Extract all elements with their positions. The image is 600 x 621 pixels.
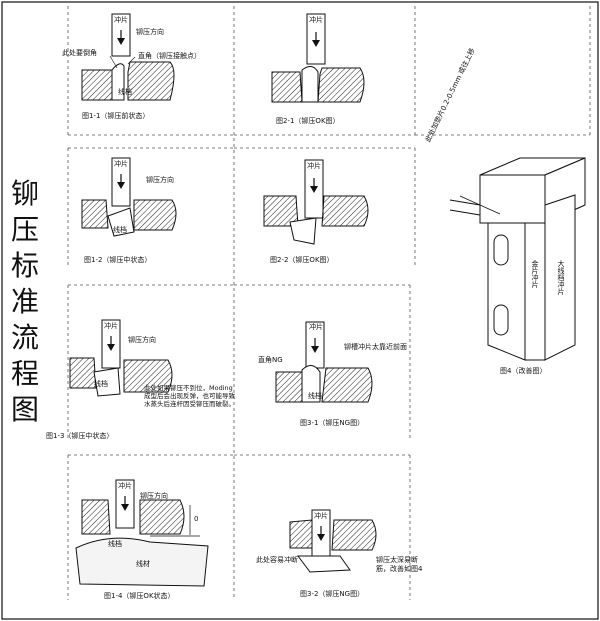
right-angle-ng-label: 直角NG <box>258 356 283 364</box>
caption-fig2-1: 图2-1（铆压OK图） <box>276 117 340 125</box>
rivet-direction-label: 铆压方向 <box>128 336 156 344</box>
chamfer-label: 此处要倒角 <box>62 49 97 57</box>
right-angle-contact-label: 直角（铆压接触点） <box>138 52 201 60</box>
figure-2-2 <box>263 159 369 245</box>
figure-3-2 <box>289 509 377 573</box>
easy-break-label: 此处容易冲断 <box>256 556 298 564</box>
caption-fig3-2: 图3-2（铆压NG图） <box>300 590 365 598</box>
rivet-direction-label: 铆压方向 <box>146 176 174 184</box>
figure-1-4 <box>75 479 209 587</box>
wire-label: 线材 <box>136 560 150 568</box>
wire-clip-label: 线档 <box>113 226 127 234</box>
punch-label: 冲片 <box>307 162 321 170</box>
figure-4 <box>449 157 586 361</box>
caption-fig1-2: 图1-2（铆压中状态） <box>84 256 152 264</box>
title-char: 标 <box>10 249 39 282</box>
gold-punch-label: 金片冲片 <box>531 260 539 288</box>
rivet-direction-label: 铆压方向 <box>136 28 164 36</box>
punch-label: 冲片 <box>309 16 323 24</box>
caption-fig1-1: 图1-1（铆压前状态） <box>82 112 150 120</box>
wire-clip-label: 线档 <box>94 380 108 388</box>
wire-clip-label: 线档 <box>108 540 122 548</box>
not-in-place-note: 此处如果铆压不到位，Moding成型后会出现反弹，也可能导致水蒸头后连杆因受铆压… <box>144 384 235 408</box>
punch-label: 冲片 <box>309 323 323 331</box>
rivet-punch-close-label: 铆槽冲片太靠近前面 <box>344 343 407 351</box>
title-char: 铆 <box>10 177 39 210</box>
title-char: 压 <box>10 213 39 246</box>
title-char: 程 <box>10 357 39 390</box>
rivet-too-deep-label: 铆压太深易断筋，改善如图4 <box>376 556 423 573</box>
title-char: 图 <box>10 393 39 426</box>
caption-fig1-3: 图1-3（铆压中状态） <box>46 432 114 440</box>
big-clip-punch-label: 大线档冲片 <box>557 260 565 295</box>
wire-clip-label: 线档 <box>308 392 322 400</box>
title-char: 准 <box>10 285 39 318</box>
caption-fig1-4: 图1-4（铆压OK状态） <box>104 592 175 600</box>
figure-1-2 <box>81 157 177 237</box>
punch-label: 冲片 <box>114 160 128 168</box>
zero-mark-label: 0 <box>194 515 199 523</box>
vertical-title: 铆 压 标 准 流 程 图 <box>8 176 42 428</box>
punch-label: 冲片 <box>114 16 128 24</box>
figure-1-3 <box>69 319 173 397</box>
rivet-direction-label: 铆压方向 <box>140 492 168 500</box>
figure-1-1 <box>81 13 175 101</box>
title-char: 流 <box>10 321 39 354</box>
panel-separators <box>67 6 591 600</box>
punch-label: 冲片 <box>118 482 132 490</box>
figure-3-1 <box>275 321 373 403</box>
caption-fig3-1: 图3-1（铆压NG图） <box>300 419 365 427</box>
punch-label: 冲片 <box>104 322 118 330</box>
caption-fig2-2: 图2-2（铆压OK图） <box>270 256 334 264</box>
wire-clip-label: 线档 <box>118 88 132 96</box>
punch-label: 冲片 <box>314 512 328 520</box>
caption-fig4: 图4（改善图） <box>500 367 547 375</box>
figure-2-1 <box>271 13 365 103</box>
